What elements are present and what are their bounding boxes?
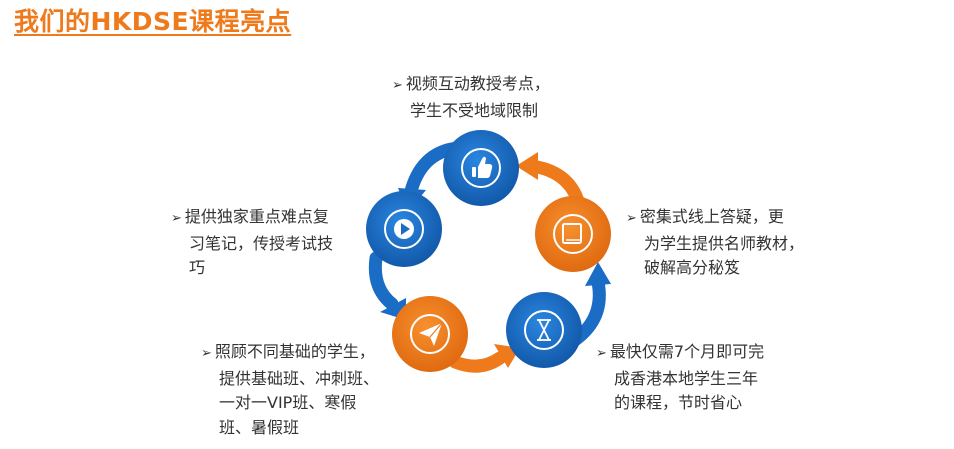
feature-note-line: 最快仅需7个月即可完 [609, 342, 765, 361]
node-exclusive-notes [366, 191, 442, 267]
book-icon [562, 223, 582, 244]
node-flexible-classes [392, 296, 468, 372]
page-title: 我们的HKDSE课程亮点 [14, 7, 292, 36]
feature-note-fast: ➢最快仅需7个月即可完 成香港本地学生三年 的课程，节时省心 [596, 340, 764, 416]
feature-note-line: 学生不受地域限制 [410, 100, 539, 120]
feature-note-line: 的课程，节时省心 [614, 393, 743, 412]
bullet-icon: ➢ [626, 211, 637, 226]
feature-note-line: 成香港本地学生三年 [614, 368, 759, 388]
feature-note-notes: ➢提供独家重点难点复 习笔记，传授考试技 巧 [171, 205, 333, 281]
node-online-qa [535, 196, 611, 272]
node-fast-course [506, 292, 582, 368]
bullet-icon: ➢ [392, 78, 403, 93]
thumbs-up-icon [472, 156, 493, 178]
paper-plane-icon [419, 322, 443, 346]
feature-note-line: 提供基础班、冲刺班、 [219, 368, 380, 388]
feature-note-line: 视频互动教授考点， [405, 74, 550, 93]
feature-note-qa: ➢密集式线上答疑，更 为学生提供名师教材， 破解高分秘笈 [626, 205, 804, 281]
feature-note-line: 照顾不同基础的学生， [214, 342, 375, 361]
feature-note-line: 密集式线上答疑，更 [639, 207, 784, 226]
bullet-icon: ➢ [596, 346, 607, 361]
feature-note-line: 破解高分秘笈 [644, 258, 741, 277]
feature-note-line: 班、暑假班 [219, 417, 300, 437]
feature-note-video: ➢视频互动教授考点， 学生不受地域限制 [392, 72, 550, 123]
play-icon [394, 219, 414, 239]
bullet-icon: ➢ [201, 346, 212, 361]
hourglass-icon [537, 319, 551, 341]
feature-note-line: 一对一VIP班、寒假 [219, 393, 357, 412]
feature-note-line: 为学生提供名师教材， [644, 233, 805, 253]
bullet-icon: ➢ [171, 211, 182, 226]
node-video-interactive [443, 130, 519, 206]
feature-note-line: 提供独家重点难点复 [184, 207, 329, 226]
feature-note-line: 巧 [189, 258, 206, 277]
feature-note-classes: ➢照顾不同基础的学生， 提供基础班、冲刺班、 一对一VIP班、寒假 班、暑假班 [201, 340, 379, 440]
feature-note-line: 习笔记，传授考试技 [189, 233, 334, 253]
